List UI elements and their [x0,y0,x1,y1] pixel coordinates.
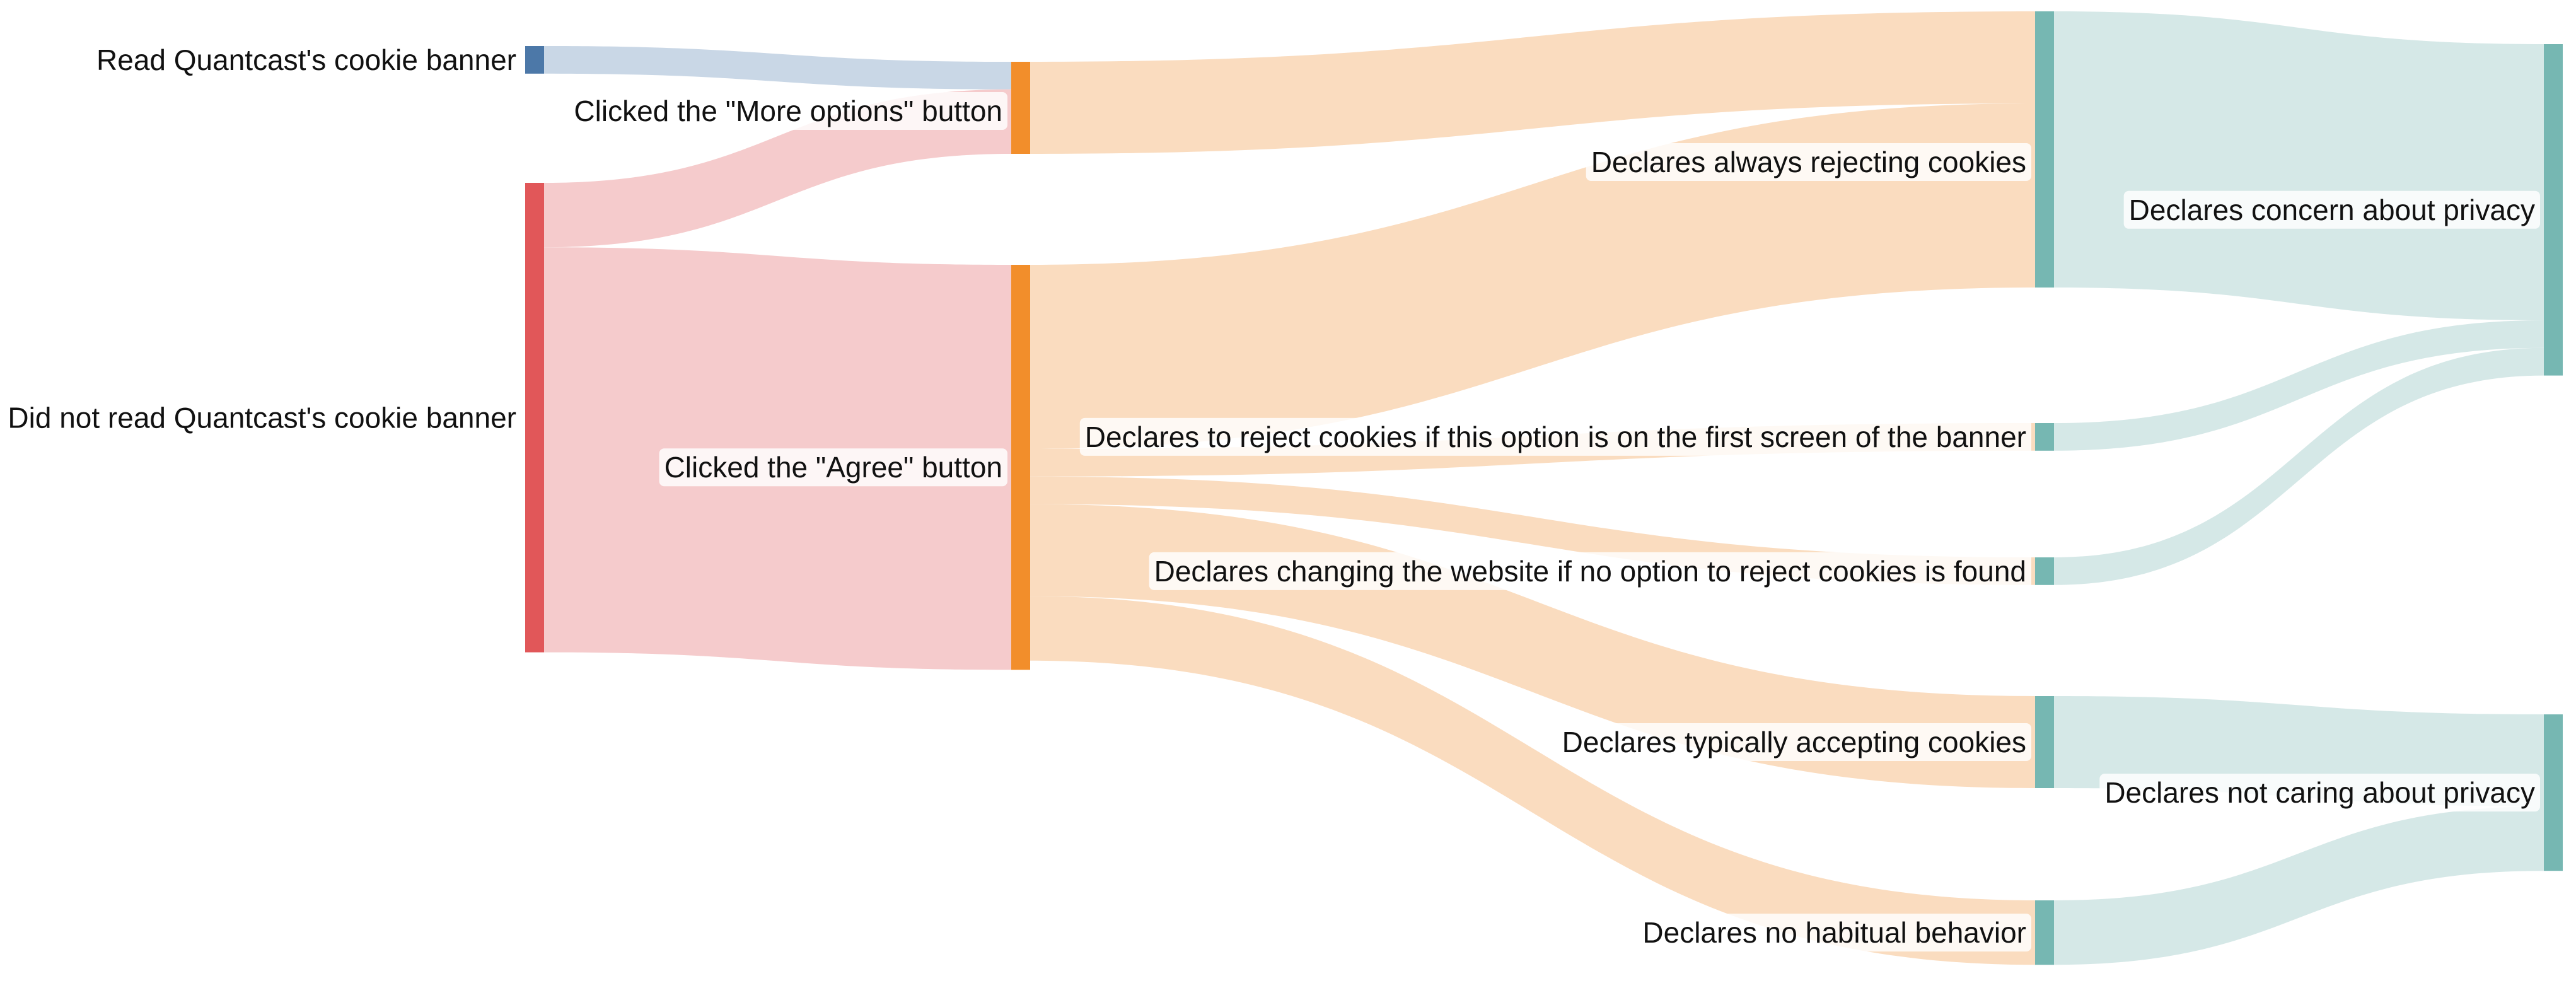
label-background-reject_first_screen [1079,417,2031,456]
label-group-always_reject: Declares always rejecting cookies [1586,143,2031,181]
label-group-no_habit: Declares no habitual behavior [1637,914,2031,952]
label-group-agree: Clicked the "Agree" button [659,448,1007,487]
link-agree-to-always_reject [1030,103,2035,449]
label-more_options: Clicked the "More options" button [574,95,1002,127]
label-reject_first_screen: Declares to reject cookies if this optio… [1085,421,2026,453]
link-more_options-to-always_reject [1030,11,2035,154]
label-group-not_caring: Declares not caring about privacy [2099,774,2540,812]
label-agree: Clicked the "Agree" button [664,451,1002,484]
label-background-privacy_concern [2123,190,2540,229]
node-read [525,46,544,74]
label-group-typically_accept: Declares typically accepting cookies [1557,723,2031,761]
link-always_reject-to-privacy_concern [2054,11,2544,320]
label-change_website: Declares changing the website if no opti… [1154,555,2026,588]
node-agree [1011,265,1030,670]
sankey-nodes [525,11,2563,965]
label-background-agree [659,448,1007,487]
node-reject_first_screen [2035,423,2054,451]
label-read: Read Quantcast's cookie banner [96,44,516,76]
label-group-not_read: Did not read Quantcast's cookie banner [8,401,516,434]
label-background-change_website [1149,552,2031,590]
label-group-reject_first_screen: Declares to reject cookies if this optio… [1079,417,2031,456]
label-privacy_concern: Declares concern about privacy [2129,194,2535,226]
label-background-not_caring [2099,774,2540,812]
node-privacy_concern [2544,44,2563,376]
label-no_habit: Declares no habitual behavior [1642,916,2026,949]
label-background-typically_accept [1557,723,2031,761]
node-change_website [2035,557,2054,585]
link-read-to-more_options [544,46,1011,90]
link-change_website-to-privacy_concern [2054,347,2544,585]
label-always_reject: Declares always rejecting cookies [1591,146,2026,178]
label-not_read: Did not read Quantcast's cookie banner [8,401,516,434]
label-group-more_options: Clicked the "More options" button [569,92,1007,130]
node-always_reject [2035,11,2054,288]
node-not_read [525,183,544,653]
label-group-privacy_concern: Declares concern about privacy [2123,190,2540,229]
label-background-more_options [569,92,1007,130]
node-more_options [1011,62,1030,154]
link-reject_first_screen-to-privacy_concern [2054,320,2544,451]
label-group-read: Read Quantcast's cookie banner [96,44,516,76]
link-no_habit-to-not_caring [2054,806,2544,965]
label-background-always_reject [1586,143,2031,181]
node-no_habit [2035,900,2054,965]
label-background-no_habit [1637,914,2031,952]
node-typically_accept [2035,696,2054,788]
label-not_caring: Declares not caring about privacy [2104,776,2535,809]
label-typically_accept: Declares typically accepting cookies [1562,726,2026,758]
label-group-change_website: Declares changing the website if no opti… [1149,552,2031,590]
node-not_caring [2544,714,2563,871]
link-agree-to-no_habit [1030,596,2035,965]
sankey-links [544,11,2544,965]
